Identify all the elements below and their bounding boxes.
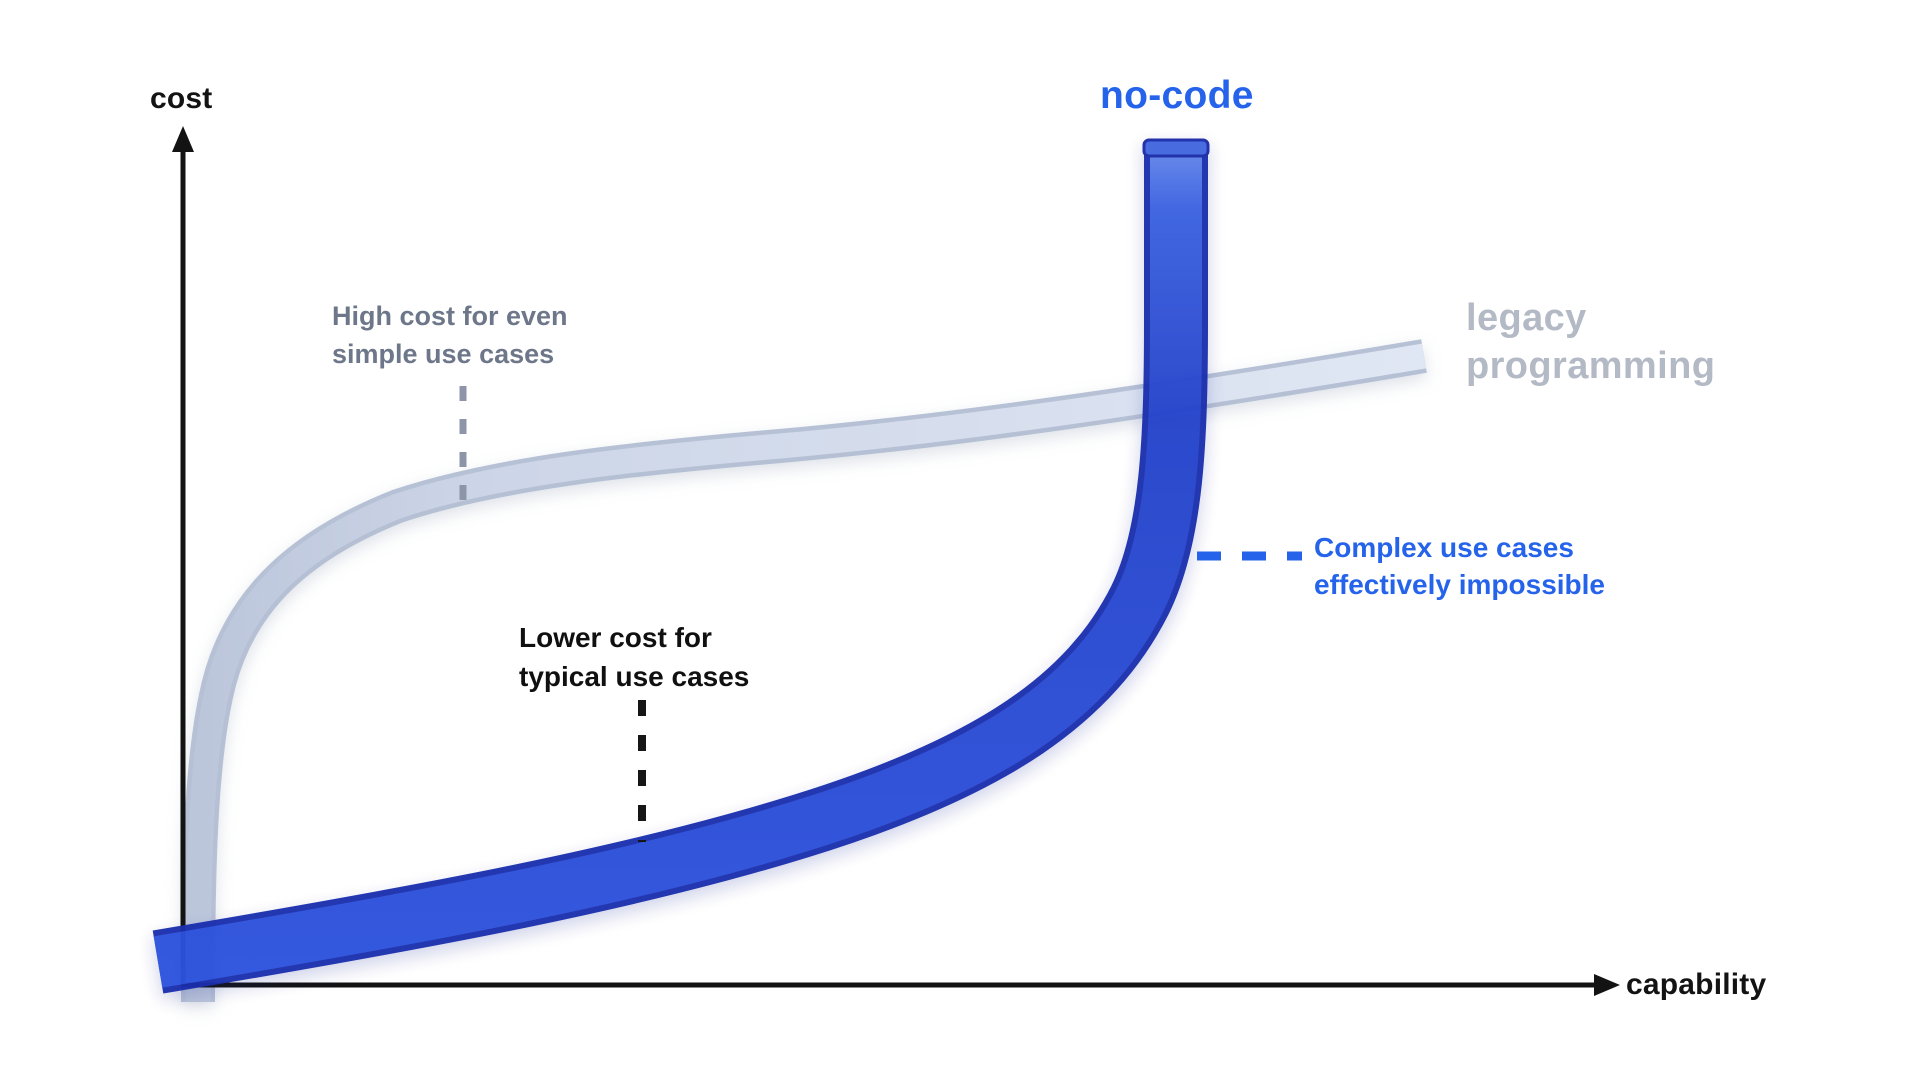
high-cost-annotation-line2: simple use cases — [332, 339, 555, 369]
legacy-curve-label: legacy programming — [1466, 294, 1715, 390]
legacy-curve-label-line1: legacy — [1466, 297, 1587, 339]
nocode-curve — [152, 138, 1210, 994]
lower-cost-annotation-line1: Lower cost for — [519, 622, 712, 653]
nocode-curve-top-cap — [1142, 138, 1210, 158]
legacy-curve-label-line2: programming — [1466, 345, 1716, 387]
x-axis-arrow-icon — [1594, 974, 1620, 996]
complex-annotation-line2: effectively impossible — [1314, 569, 1606, 600]
legacy-curve — [181, 339, 1427, 1003]
lower-cost-annotation: Lower cost for typical use cases — [519, 618, 749, 696]
high-cost-annotation-line1: High cost for even — [332, 301, 568, 331]
nocode-curve-label: no-code — [1100, 74, 1254, 117]
axes — [172, 126, 1620, 996]
y-axis-arrow-icon — [172, 126, 194, 152]
high-cost-annotation: High cost for even simple use cases — [332, 297, 568, 373]
y-axis-label: cost — [150, 82, 213, 115]
complex-annotation-line1: Complex use cases — [1314, 532, 1574, 563]
complex-annotation: Complex use cases effectively impossible — [1314, 529, 1605, 603]
x-axis-label: capability — [1626, 968, 1767, 1001]
lower-cost-annotation-line2: typical use cases — [519, 661, 750, 692]
